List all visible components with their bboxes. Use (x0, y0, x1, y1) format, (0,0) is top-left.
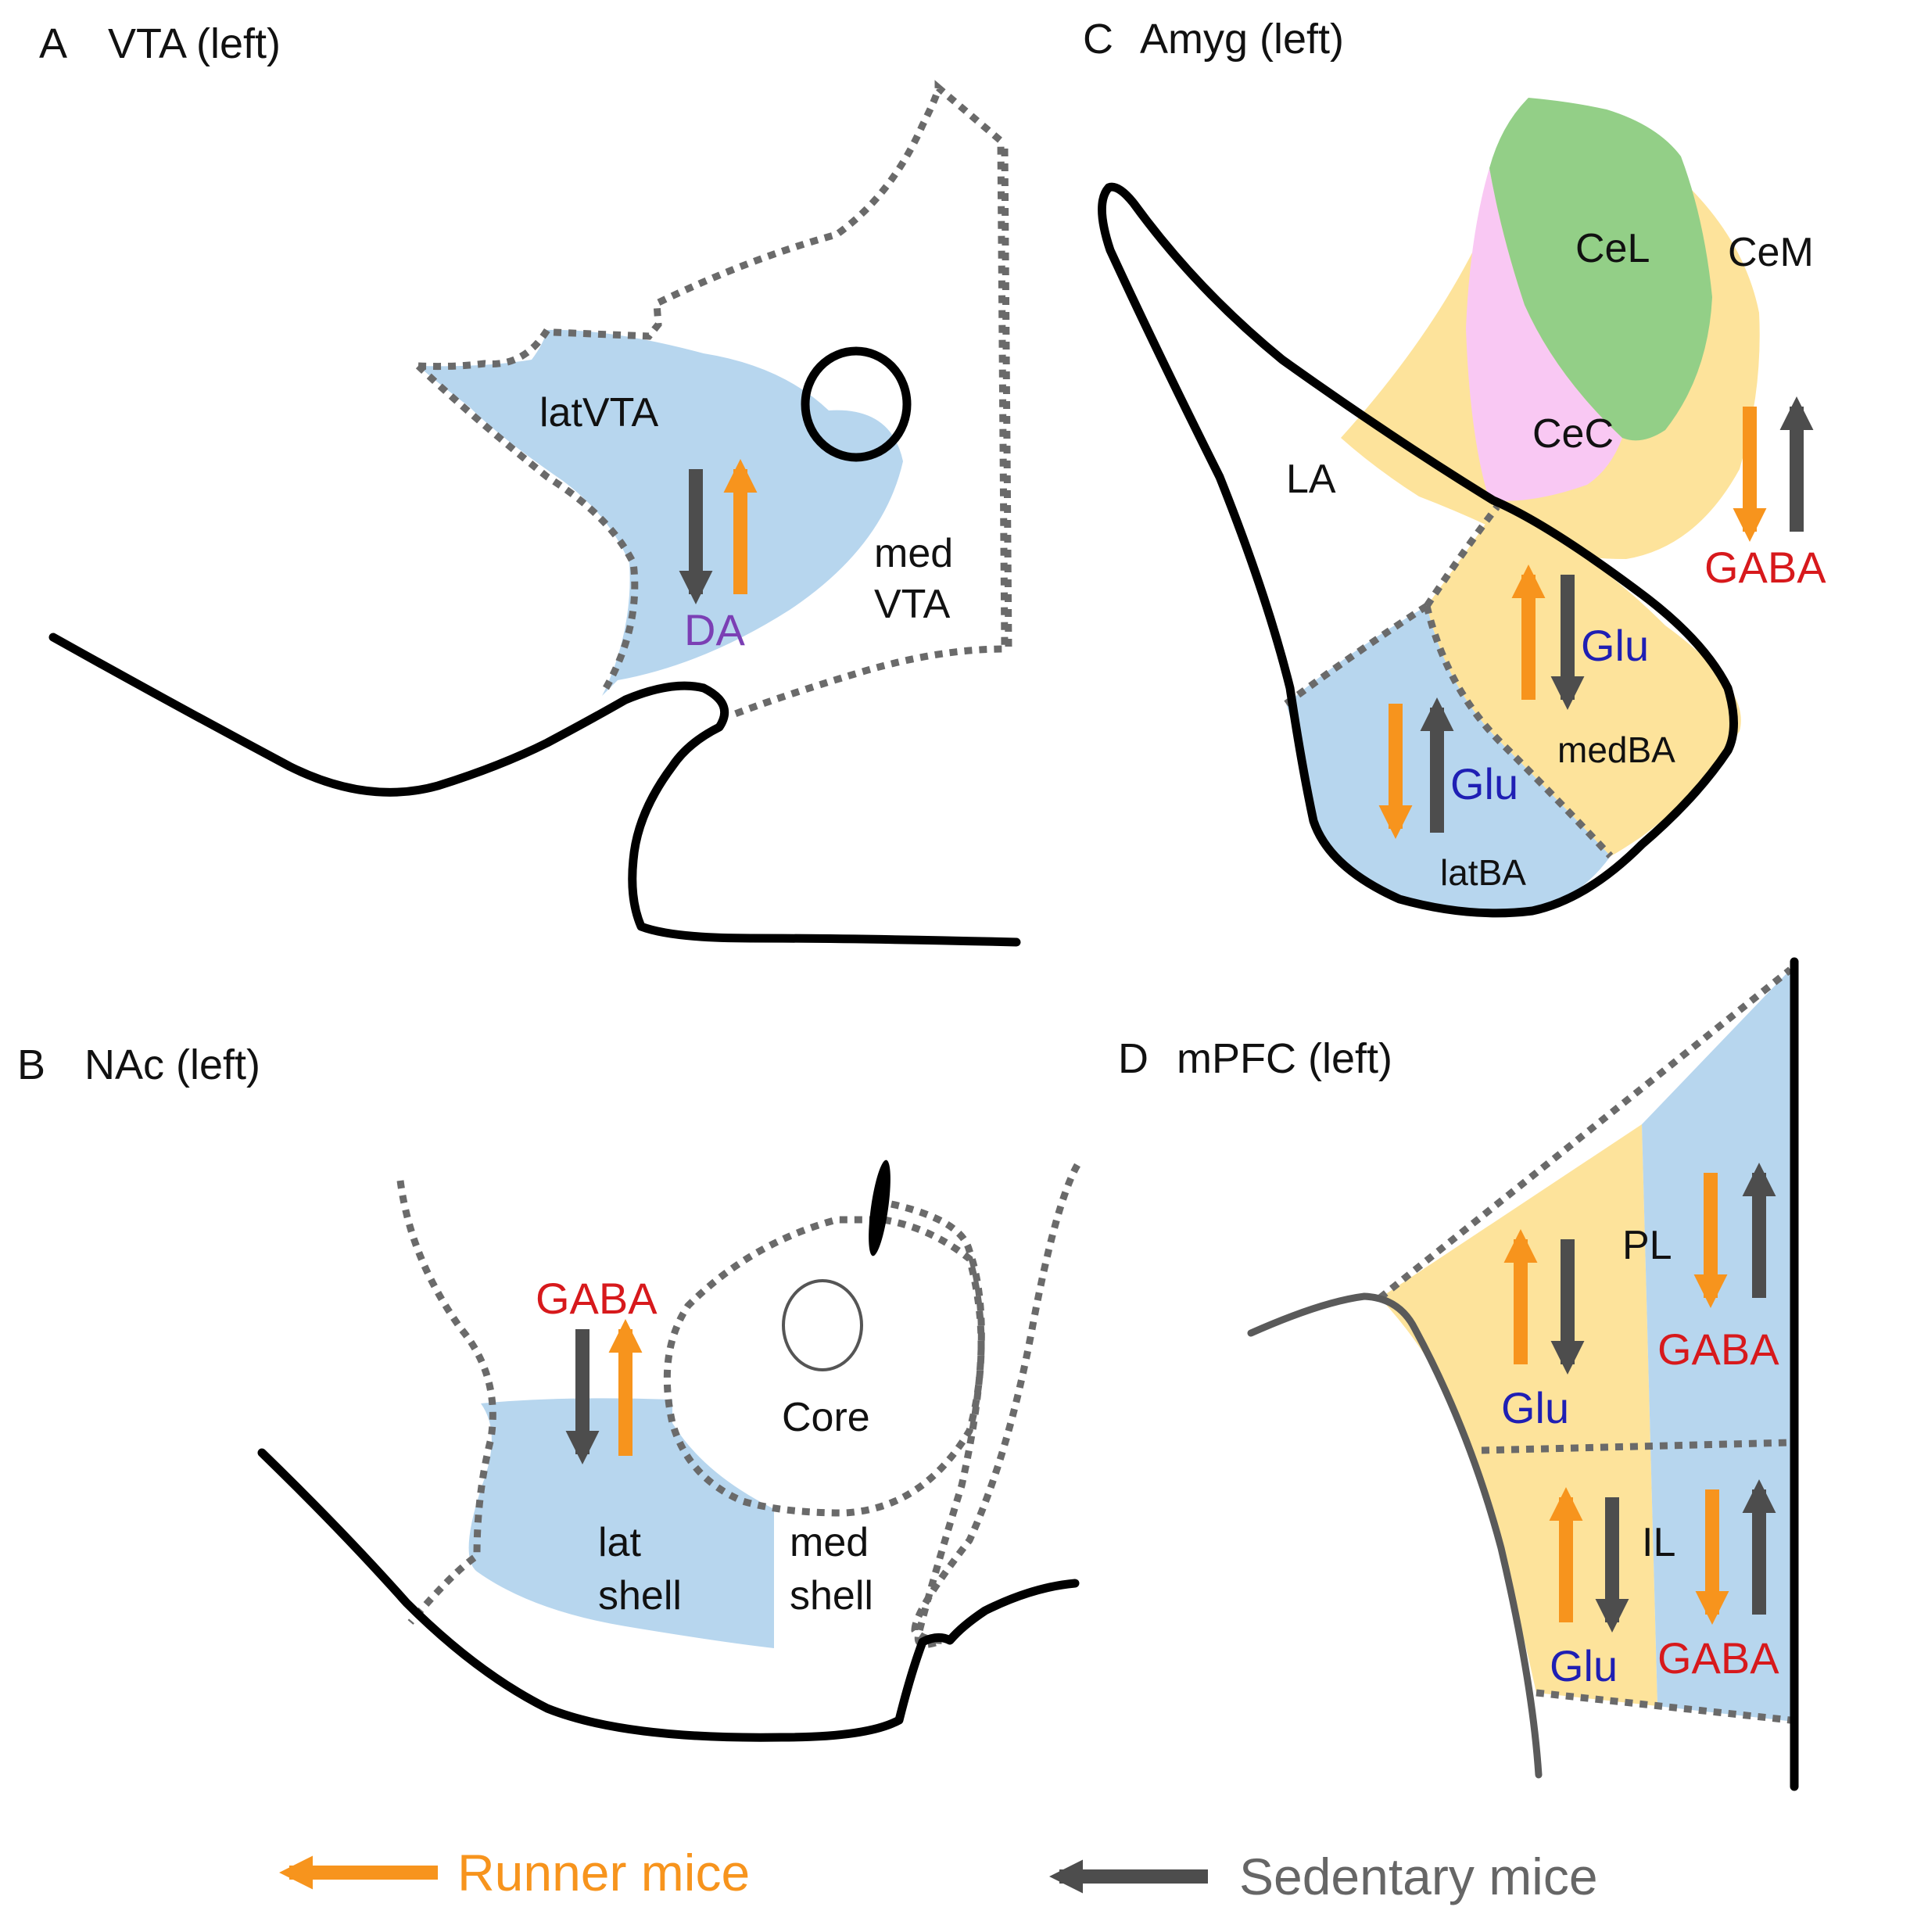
mpfc-top-boundary (1378, 966, 1793, 1301)
lat-shell-label-line2: shell (598, 1573, 682, 1618)
latba-label: latBA (1440, 852, 1526, 893)
lat-shell-region (468, 1398, 774, 1648)
panel-d-letter: D (1118, 1035, 1149, 1082)
cel-region (1489, 98, 1712, 441)
cem-gaba-label: GABA (1704, 543, 1826, 592)
med-vta-label-line2: VTA (874, 582, 951, 627)
lat-shell-label-line1: lat (598, 1520, 641, 1565)
core-label: Core (782, 1395, 870, 1440)
panel-d: D mPFC (left) PL IL Glu GABA Glu GABA (1118, 957, 1799, 1791)
latba-glu-label: Glu (1450, 759, 1518, 808)
amygdala-outline (1098, 182, 1738, 918)
pl-il-boundary (1481, 1439, 1791, 1454)
pl-gaba-label: GABA (1657, 1324, 1779, 1374)
panel-b: B NAc (left) Core lat shell med shell GA… (17, 1041, 1080, 1742)
panel-d-title: mPFC (left) (1177, 1035, 1392, 1082)
nac-gaba-label: GABA (536, 1274, 658, 1323)
panel-a-title: VTA (left) (108, 20, 281, 67)
nac-outer-right-boundary (911, 1163, 1080, 1644)
vta-da-label: DA (684, 605, 745, 654)
panel-c-letter: C (1083, 16, 1113, 63)
cel-label: CeL (1575, 226, 1650, 271)
il-label: IL (1642, 1520, 1675, 1565)
medba-glu-label: Glu (1581, 621, 1649, 670)
vta-dotted-boundary (417, 80, 1012, 719)
latba-region (1286, 606, 1611, 913)
nac-commissure-circle (782, 1279, 863, 1371)
vta-base-outline (48, 633, 1021, 947)
panel-c: C Amyg (left) LA CeL CeM CeC medBA latBA… (1083, 16, 1826, 918)
legend-sedentary-label: Sedentary mice (1239, 1848, 1598, 1905)
ba-medial-divider (1423, 604, 1614, 859)
nac-medial-boundary (890, 1200, 985, 1648)
mpfc-bottom-boundary (1536, 1689, 1791, 1724)
nac-top-fiber-mark (869, 1160, 890, 1256)
med-shell-label-line2: shell (790, 1573, 873, 1618)
panel-c-title: Amyg (left) (1140, 16, 1344, 63)
panel-b-letter: B (17, 1041, 45, 1088)
pl-label: PL (1622, 1223, 1672, 1268)
mpfc-yellow-region (1380, 1124, 1657, 1706)
cec-region (1466, 168, 1622, 501)
med-shell-label-line1: med (790, 1520, 869, 1565)
cec-label: CeC (1532, 411, 1614, 457)
medba-label: medBA (1557, 729, 1675, 770)
legend-runner-label: Runner mice (457, 1844, 750, 1902)
legend: Runner mice Sedentary mice (279, 1844, 1598, 1905)
il-gaba-label: GABA (1657, 1633, 1779, 1683)
nac-base-outline (257, 1448, 1080, 1742)
pl-glu-label: Glu (1501, 1383, 1569, 1432)
il-glu-label: Glu (1550, 1641, 1618, 1690)
panel-a: A VTA (left) latVTA med VTA DA (39, 20, 1021, 947)
nac-outer-left-boundary (396, 1180, 496, 1625)
panel-b-title: NAc (left) (84, 1041, 260, 1088)
med-vta-label-line1: med (874, 531, 953, 576)
lat-vta-region (418, 329, 903, 696)
la-label: LA (1286, 457, 1336, 502)
lat-vta-label: latVTA (539, 390, 659, 436)
cem-label: CeM (1728, 230, 1814, 275)
vta-circle (801, 346, 912, 462)
ba-top-divider (1424, 504, 1500, 608)
ba-lateral-divider (1284, 603, 1429, 707)
core-boundary (663, 1216, 985, 1517)
mpfc-surface-outline (1247, 1292, 1543, 1779)
panel-a-letter: A (39, 20, 67, 67)
